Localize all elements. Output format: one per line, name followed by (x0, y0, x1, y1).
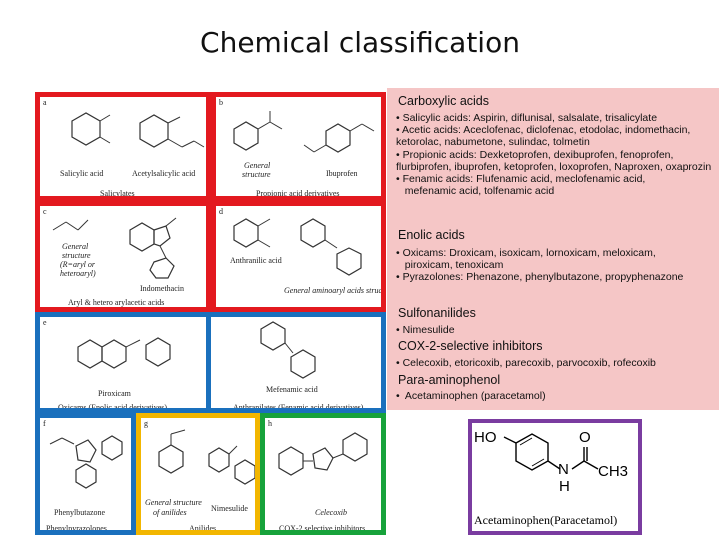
indomethacin-caption: Indomethacin (140, 284, 184, 293)
section-line: • Nimesulide (396, 324, 455, 336)
general-structure-c (48, 212, 103, 237)
panel-paracetamol: HO N H O CH3 (468, 419, 642, 535)
n-label: N (558, 461, 569, 478)
panel-footer: COX-2 selective inhibitors (279, 524, 366, 533)
section-body-cox2: • Celecoxib, etoricoxib, parecoxib, parv… (396, 357, 712, 369)
panel-label: g (144, 419, 148, 428)
panel-footer: Salicylates (100, 189, 135, 198)
general-structure-caption-4: heteroaryl) (60, 269, 96, 278)
section-line: • Acetaminophen (paracetamol) (396, 390, 546, 402)
section-line: • Fenamic acids: Flufenamic acid, meclof… (396, 173, 646, 198)
panel-footer: Propionic acid derivatives (256, 189, 340, 198)
section-body-enolic: • Oxicams: Droxicam, isoxicam, lornoxica… (396, 247, 712, 284)
section-heading-carboxylic: Carboxylic acids (398, 94, 490, 108)
anthranilic-acid-caption: Anthranilic acid (230, 256, 282, 265)
mefenamic-acid-caption: Mefenamic acid (266, 385, 318, 394)
phenylbutazone-structure (46, 426, 131, 506)
panel-footer: Anthranilates (Fenamic acid derivatives) (233, 403, 364, 412)
panel-anthranilates: Mefenamic acid Anthranilates (Fenamic ac… (211, 312, 386, 413)
page-title: Chemical classification (200, 26, 520, 59)
general-structure-caption: General (244, 161, 271, 170)
section-line: • Propionic acids: Dexketoprofen, dexibu… (396, 148, 712, 173)
section-line: • Acetic acids: Aceclofenac, diclofenac,… (396, 124, 694, 149)
paracetamol-structure (474, 425, 638, 511)
panel-label: e (43, 318, 47, 327)
general-structure-caption: General (62, 242, 89, 251)
acetylsalicylic-acid-structure (130, 109, 206, 164)
section-heading-cox2: COX-2-selective inhibitors (398, 339, 543, 353)
celecoxib-structure (271, 424, 381, 504)
panel-label: f (43, 419, 46, 428)
panel-footer: Aryl & hetero arylacetic acids (68, 298, 165, 307)
general-anilide-caption: General structure (145, 498, 202, 507)
section-line: • Oxicams: Droxicam, isoxicam, lornoxica… (396, 247, 656, 272)
phenylbutazone-caption: Phenylbutazone (54, 508, 106, 517)
section-heading-sulfonanilides: Sulfonanilides (398, 306, 476, 320)
panel-label: c (43, 207, 47, 216)
general-structure-caption-2: structure (242, 170, 271, 179)
panel-label: a (43, 98, 47, 107)
section-body-carboxylic: • Salicylic acids: Aspirin, diflunisal, … (396, 112, 712, 197)
ho-label: HO (474, 429, 497, 446)
panel-label: d (219, 207, 223, 216)
general-anilide-structure (149, 426, 199, 496)
section-body-para-aminophenol: • Acetaminophen (paracetamol) (396, 390, 712, 402)
section-heading-para-aminophenol: Para-aminophenol (398, 373, 501, 387)
panel-footer: Anilides (189, 524, 217, 533)
general-aminoaryl-structure (291, 212, 381, 287)
section-heading-enolic: Enolic acids (398, 228, 465, 242)
paracetamol-caption: Acetaminophen(Paracetamol) (474, 513, 618, 527)
panel-footer: Phenylpyrazolones (46, 524, 107, 533)
piroxicam-structure (70, 325, 180, 390)
classification-text-box (387, 88, 719, 410)
panel-aminoaryl-acids: d Anthranilic acid General aminoaryl aci… (211, 201, 386, 312)
general-structure-b (224, 107, 294, 162)
acetylsalicylic-acid-caption: Acetylsalicylic acid (132, 169, 196, 178)
general-anilide-caption-2: of anilides (153, 508, 187, 517)
ibuprofen-caption: Ibuprofen (326, 169, 358, 178)
panel-propionic-acid-derivatives: b General structure Ibuprofen Propionic … (211, 92, 386, 201)
nimesulide-structure (201, 426, 255, 496)
panel-salicylates: a Salicylic acid Acetylsalicylic acid Sa… (35, 92, 211, 201)
h-label: H (559, 478, 570, 495)
panel-label: b (219, 98, 223, 107)
section-line: • Salicylic acids: Aspirin, diflunisal, … (396, 112, 658, 124)
panel-phenylpyrazolones: f Phenylbutazone Phenylpyrazolones (35, 413, 136, 535)
section-body-sulfonanilides: • Nimesulide (396, 324, 712, 336)
piroxicam-caption: Piroxicam (98, 389, 131, 398)
indomethacin-structure (110, 210, 206, 290)
ibuprofen-structure (296, 109, 381, 164)
panel-footer: General aminoaryl acids structure (284, 286, 386, 295)
section-line: • Celecoxib, etoricoxib, parecoxib, parv… (396, 357, 656, 369)
mefenamic-acid-structure (251, 317, 341, 387)
panel-oxicams: e Piroxicam Oxicams (Enolic acid derivat… (35, 312, 211, 413)
panel-label: h (268, 419, 272, 428)
o-label: O (579, 429, 591, 446)
panel-anilides: g General structure of anilides Nimesuli… (136, 413, 260, 535)
general-structure-caption-3: (R=aryl or (60, 260, 95, 269)
panel-aryl-acetic-acids: c General structure (R=aryl or heteroary… (35, 201, 211, 312)
anthranilic-acid-structure (226, 212, 286, 257)
celecoxib-caption: Celecoxib (315, 508, 347, 517)
panel-cox2-inhibitors: h Celecoxib COX-2 selective inhibitors (260, 413, 386, 535)
salicylic-acid-caption: Salicylic acid (60, 169, 104, 178)
general-structure-caption-2: structure (62, 251, 91, 260)
salicylic-acid-structure (52, 109, 117, 164)
ch3-label: CH3 (598, 463, 629, 480)
section-line: • Pyrazolones: Phenazone, phenylbutazone… (396, 271, 684, 284)
nimesulide-caption: Nimesulide (211, 504, 248, 513)
panel-footer: Oxicams (Enolic acid derivatives) (58, 403, 168, 412)
